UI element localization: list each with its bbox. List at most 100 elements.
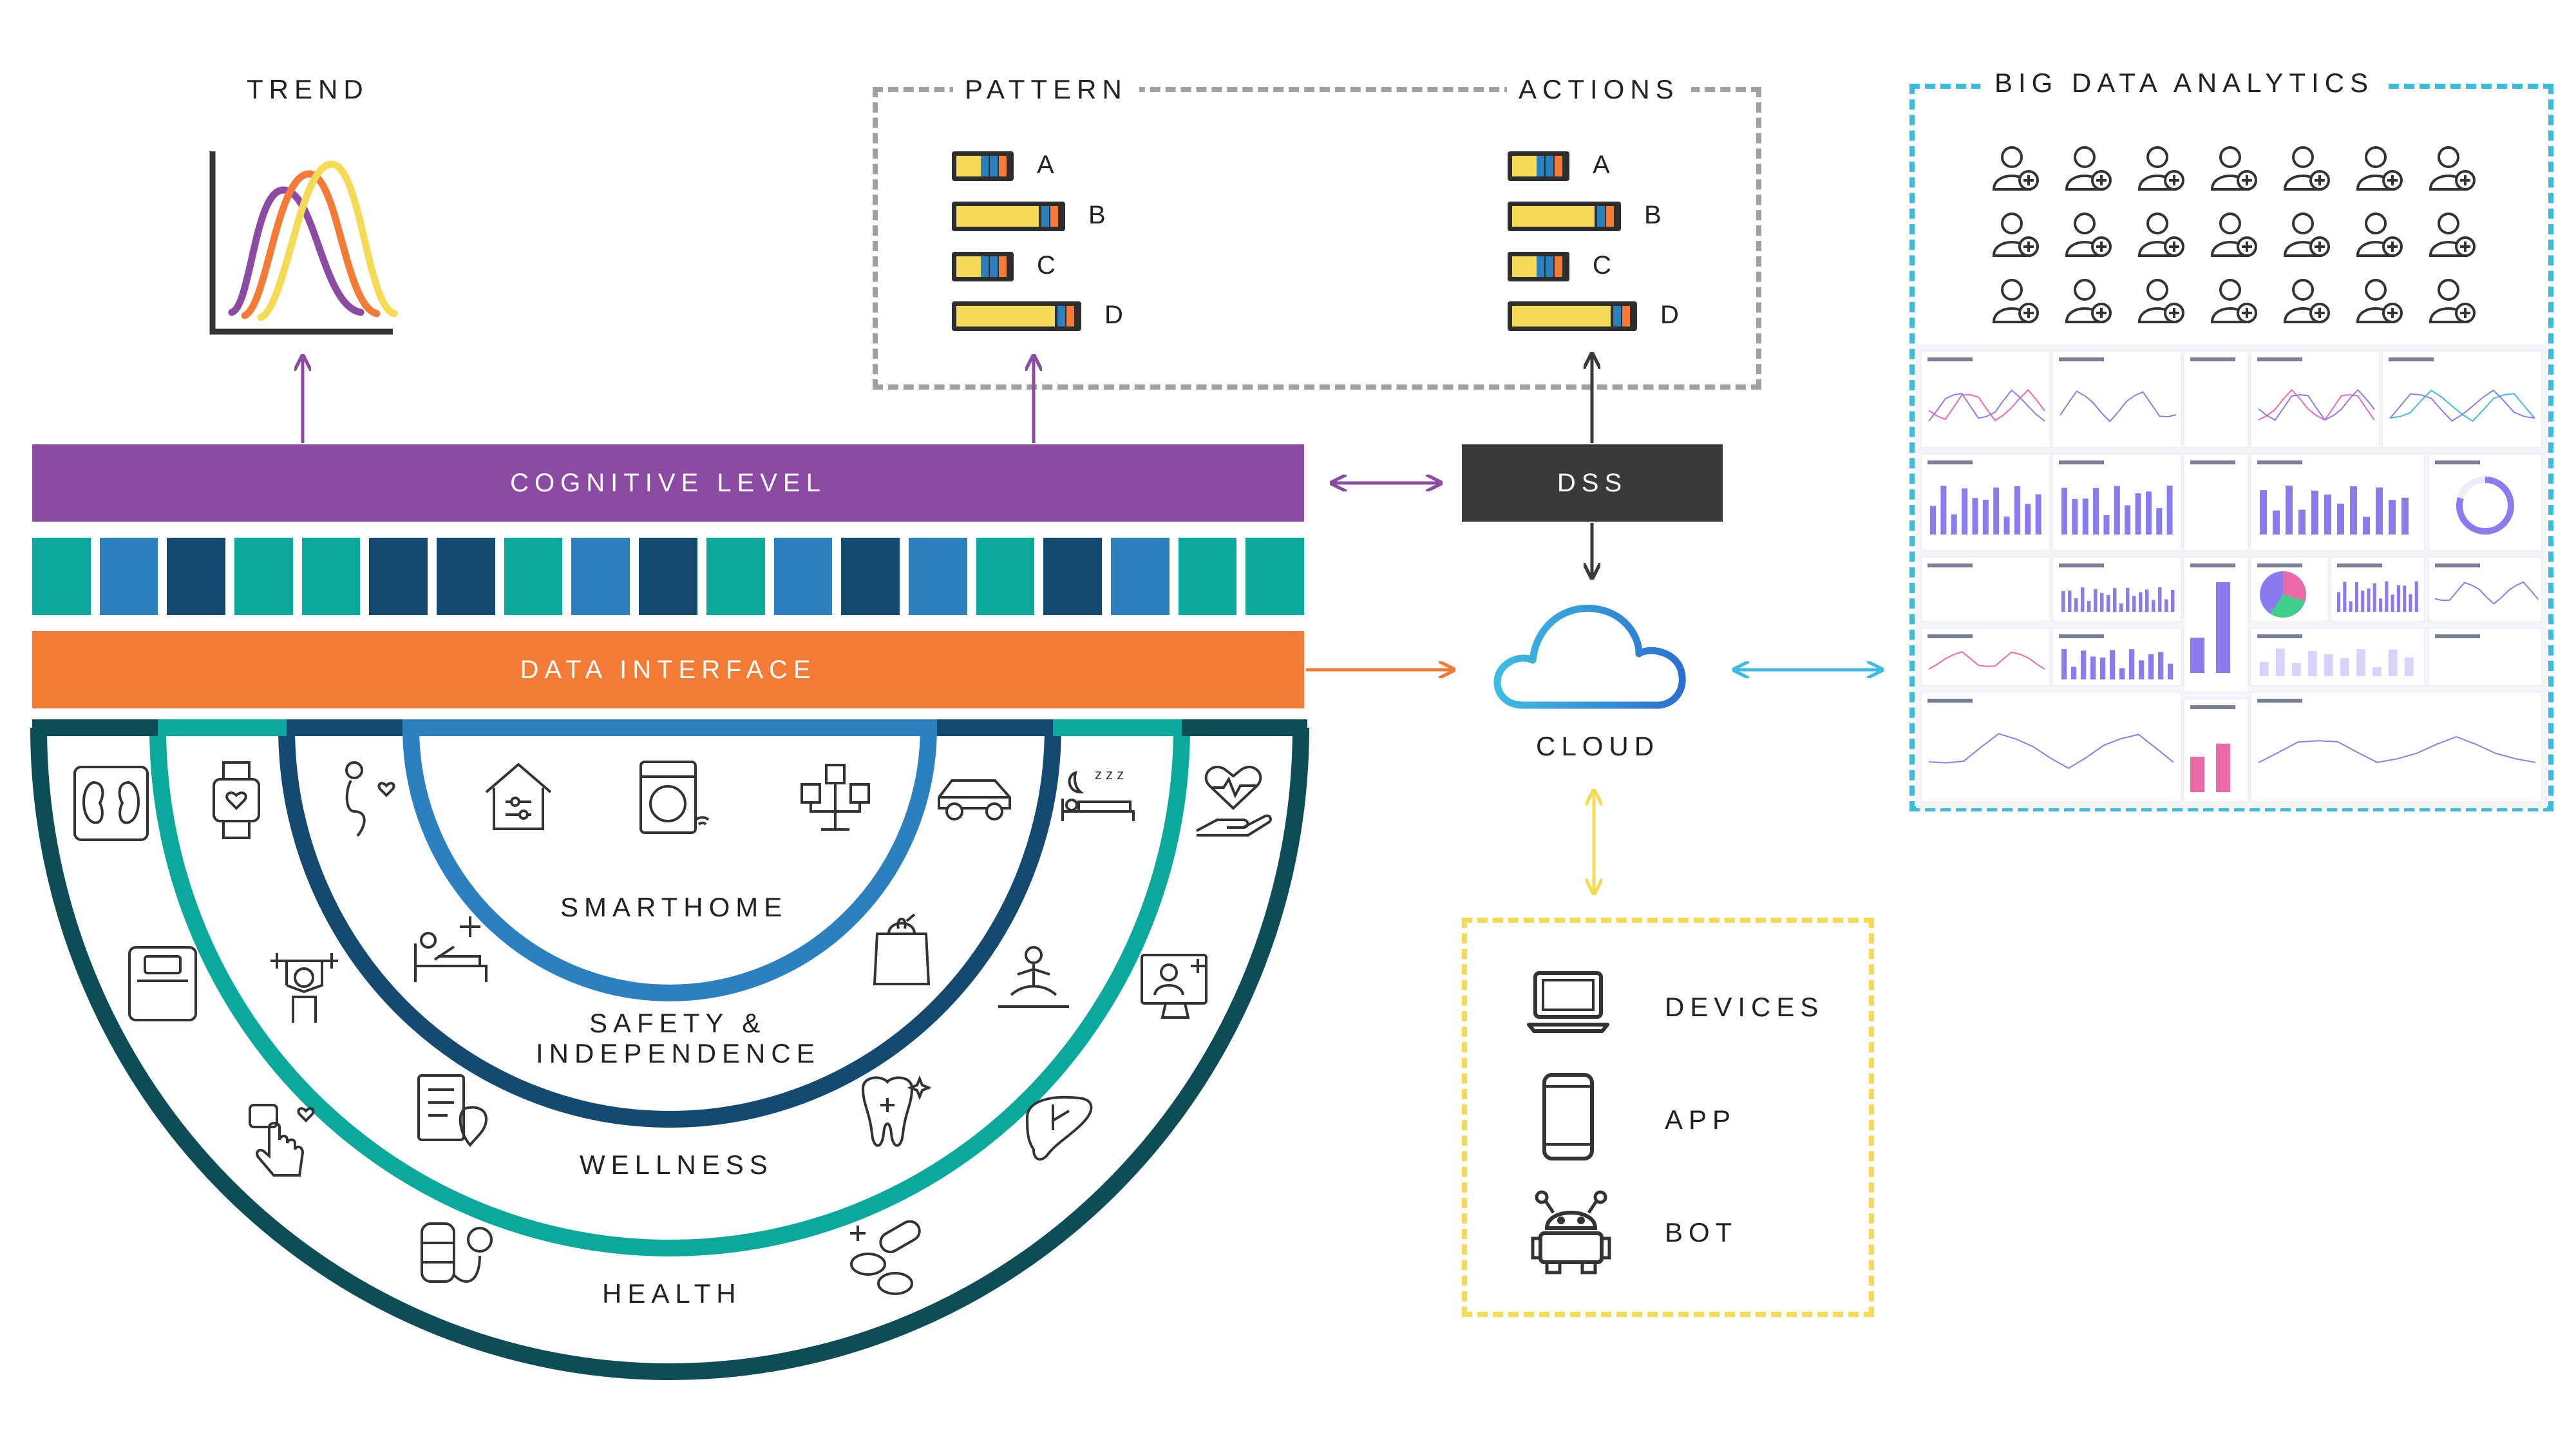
app-label: APP: [1665, 1104, 1737, 1135]
dashboard-bar: [2349, 601, 2353, 612]
dashboard-panel-heading: [2435, 634, 2480, 638]
dashboard-bar: [2409, 594, 2412, 612]
dashboard-line: [1928, 650, 2045, 670]
dashboard-panel-heading: [2257, 634, 2302, 638]
dashboard-bar: [2273, 510, 2280, 535]
dashboard-pie-slice: [2283, 571, 2306, 601]
life-domains-rings: [30, 719, 1309, 1380]
data-block-icon: [1508, 252, 1569, 281]
dashboard-panel-heading: [2059, 357, 2104, 361]
dashboard-panel: [2250, 350, 2380, 448]
smart-scale-icon: [128, 946, 197, 1021]
dashboard-bar: [2071, 667, 2077, 679]
dashboard-bar: [2286, 486, 2293, 535]
dashboard-bar: [2337, 504, 2344, 535]
dashboard-bar: [2337, 592, 2341, 612]
dashboard-bar: [2363, 516, 2370, 535]
user-add-icon: [2065, 146, 2112, 191]
dashboard-panel-heading: [2337, 564, 2382, 567]
dashboard-bar: [2082, 498, 2088, 535]
dashboard-bar: [2003, 516, 2010, 535]
dashboard-bar: [2298, 509, 2306, 535]
dashboard-bar: [2164, 599, 2168, 612]
dashboard-bar: [2119, 668, 2125, 679]
dashboard-panel: [2052, 350, 2182, 448]
health-label: HEALTH: [602, 1278, 742, 1309]
dashboard-bar: [2103, 515, 2110, 535]
dashboard-bar: [2135, 493, 2141, 535]
car-icon: [938, 779, 1011, 820]
dashboard-panel-heading: [1927, 357, 1973, 361]
dashboard-bar: [2148, 654, 2154, 679]
actions-title: ACTIONS: [1507, 74, 1691, 105]
dashboard-bar: [2081, 650, 2087, 679]
dashboard-bar: [2389, 500, 2396, 535]
dashboard-bar: [2356, 649, 2365, 676]
dashboard-panel-heading: [2059, 634, 2104, 638]
user-add-icon: [2356, 279, 2403, 323]
dashboard-bar: [2132, 596, 2136, 612]
washing-machine-icon: [639, 761, 710, 834]
item-letter: C: [1037, 251, 1056, 279]
user-add-icon: [2065, 279, 2112, 323]
dashboard-line: [1928, 389, 2045, 422]
dashboard-panel-heading: [2257, 460, 2302, 464]
item-letter: B: [1088, 201, 1106, 229]
dashboard-panel-heading: [2059, 460, 2104, 464]
item-letter: C: [1593, 251, 1611, 279]
dss-box: DSS: [1462, 444, 1723, 522]
dashboard-bar: [2061, 488, 2067, 535]
item-letter: D: [1660, 301, 1679, 329]
dashboard-panel-heading: [1927, 699, 1973, 703]
data-interface-label: DATA INTERFACE: [520, 655, 817, 684]
user-add-icon: [2283, 146, 2330, 191]
dashboard-panel: [1920, 350, 2050, 448]
dashboard-line: [2258, 389, 2375, 421]
user-add-icon: [2356, 213, 2403, 257]
data-block-icon: [952, 252, 1014, 281]
dashboard-panel-heading: [2190, 705, 2235, 709]
dashboard-bar: [1962, 488, 1968, 535]
dashboard-bar: [2166, 486, 2173, 535]
dashboard-panel: [1920, 556, 2050, 622]
pills-icon: [850, 1220, 921, 1295]
bot-icon: [1531, 1190, 1611, 1274]
telemedicine-icon: [1141, 954, 1208, 1019]
wellness-label: WELLNESS: [580, 1150, 773, 1180]
tooth-icon: [861, 1075, 931, 1147]
dashboard-panel: [2250, 692, 2543, 802]
dashboard-bar: [2324, 654, 2333, 676]
dashboard-bar: [2403, 585, 2407, 612]
dashboard-bar: [2093, 488, 2099, 535]
dashboard-bar: [2110, 650, 2116, 679]
strip-tile: [773, 538, 833, 615]
dashboard-panel: [2183, 350, 2249, 448]
dashboard-line: [2060, 390, 2177, 422]
strip-tile: [99, 538, 158, 615]
dashboard-bar: [2396, 585, 2400, 612]
strip-tile: [571, 538, 630, 615]
dashboard-bar: [2367, 588, 2371, 612]
user-add-icon: [2429, 279, 2476, 323]
dashboard-bar: [2276, 649, 2285, 676]
heart-care-icon: [1196, 766, 1272, 837]
user-add-icon: [2429, 146, 2476, 191]
dashboard-line: [1928, 389, 2045, 422]
dashboard-bar: [2114, 486, 2120, 535]
dashboard-bar: [2081, 587, 2085, 612]
strip-tile: [301, 538, 361, 615]
blood-pressure-icon: [421, 1222, 493, 1283]
dashboard-bar: [2168, 663, 2174, 679]
strip-tile: [167, 538, 226, 615]
data-strip: [32, 538, 1304, 615]
strip-tile: [32, 538, 91, 615]
dashboard-bar: [2391, 594, 2394, 612]
dashboard-panel: [2382, 350, 2543, 448]
dashboard-donut: [2456, 477, 2514, 535]
dashboard-bar: [2113, 588, 2117, 612]
dashboard-bar: [2145, 491, 2152, 535]
cognitive-level-bar: COGNITIVE LEVEL: [32, 444, 1304, 522]
dashboard-bar: [2405, 657, 2414, 676]
dashboard-panel-heading: [2389, 357, 2434, 361]
item-letter: B: [1644, 201, 1662, 229]
